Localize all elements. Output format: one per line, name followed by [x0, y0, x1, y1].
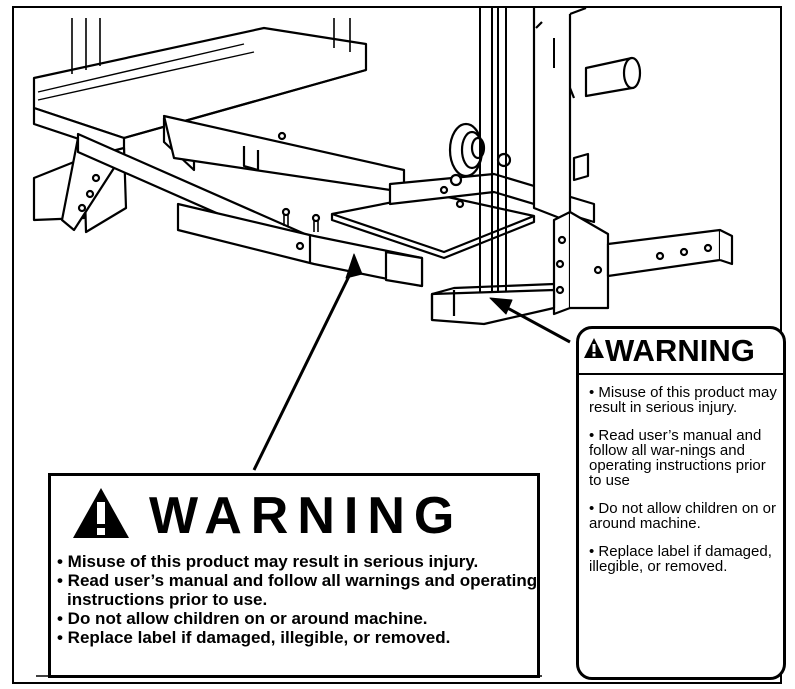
small-warning-label: WARNING • Misuse of this product may res…	[576, 326, 786, 680]
leader-arrow-small-label	[489, 297, 513, 315]
small-warning-title-row: WARNING	[583, 331, 755, 371]
leader-line-large-label	[252, 265, 356, 471]
warning-triangle-icon	[584, 338, 604, 358]
small-warning-item: • Read user’s manual and follow all war-…	[589, 427, 766, 489]
leader-arrow-large-label	[345, 253, 363, 279]
bench-seat	[32, 18, 368, 156]
rear-crossbar	[606, 228, 734, 278]
large-warning-list: • Misuse of this product may result in s…	[57, 552, 539, 647]
large-warning-item: • Read user’s manual and follow all warn…	[57, 571, 538, 609]
large-warning-item: • Misuse of this product may result in s…	[57, 552, 479, 571]
side-rail	[162, 114, 406, 194]
large-warning-title-row: WARNING	[71, 486, 463, 546]
large-warning-item: • Do not allow children on or around mac…	[57, 609, 428, 628]
small-warning-title: WARNING	[605, 333, 755, 368]
large-warning-label: WARNING • Misuse of this product may res…	[48, 473, 540, 678]
leader-line-small-label	[499, 302, 571, 344]
warning-triangle-icon	[73, 488, 129, 538]
diagram-frame: WARNING • Misuse of this product may res…	[12, 6, 786, 684]
large-warning-item: • Replace label if damaged, illegible, o…	[57, 628, 451, 647]
small-warning-list: • Misuse of this product may result in s…	[589, 385, 781, 587]
rear-cross-member	[388, 172, 596, 224]
small-warning-item: • Do not allow children on or around mac…	[589, 500, 777, 532]
small-warning-divider	[579, 373, 783, 375]
pulley	[448, 122, 512, 187]
small-warning-item: • Misuse of this product may result in s…	[589, 384, 777, 416]
front-crossbar	[176, 202, 424, 288]
upright-tower	[479, 8, 642, 316]
weight-bench-line-drawing	[32, 8, 734, 677]
small-warning-item: • Replace label if damaged, illegible, o…	[589, 543, 772, 575]
large-warning-title: WARNING	[149, 487, 464, 545]
